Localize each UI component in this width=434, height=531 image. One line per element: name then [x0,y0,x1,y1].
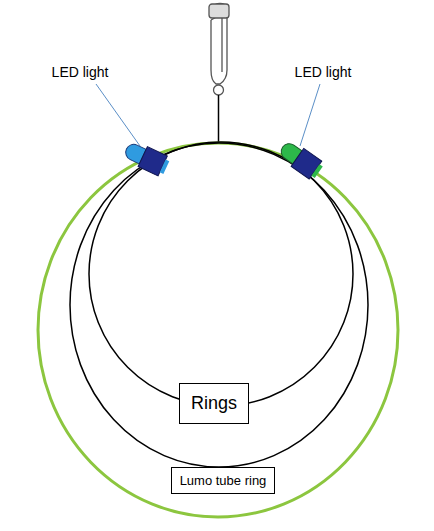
safety-pin [209,4,229,96]
middle-ring [70,143,368,467]
hanging-string [218,95,220,142]
leader-line [300,84,320,146]
led-tip [311,164,322,178]
led-body [291,148,322,179]
led-label: LED light [50,64,111,80]
led-tip [160,160,170,174]
led-light [122,139,171,178]
box-label: Rings [191,393,237,414]
led-label: LED light [293,64,354,80]
rings-label-box: Rings [179,383,249,424]
box-label: Lumo tube ring [180,473,267,488]
pin-head [209,4,229,18]
lumo-tube-ring [38,143,398,517]
pin-shaft [211,14,222,72]
leader-line [96,84,140,146]
inner-ring [89,142,353,406]
led-light [276,138,325,181]
pin-coil [214,85,224,95]
lumo-ring-label-box: Lumo tube ring [171,467,276,494]
